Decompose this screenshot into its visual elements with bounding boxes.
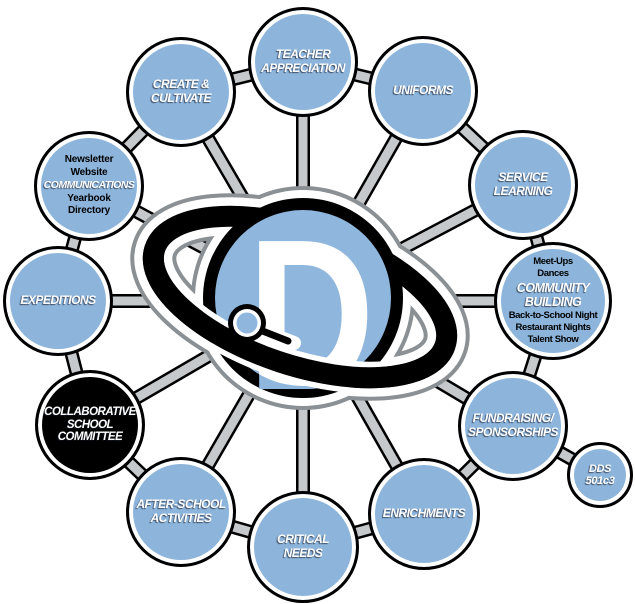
node-label: DDS 501c3	[585, 462, 615, 487]
node-expeditions: EXPEDITIONS	[3, 246, 113, 356]
node-community-building: Meet-Ups Dances COMMUNITY BUILDING Back-…	[494, 242, 612, 360]
node-dds-501c3: DDS 501c3	[567, 442, 633, 508]
node-create-cultivate: CREATE & CULTIVATE	[126, 37, 236, 147]
node-service-learning: SERVICE LEARNING	[468, 130, 578, 240]
node-fundraising-sponsorships: FUNDRAISING/ SPONSORSHIPS	[458, 371, 568, 481]
planet-letter-overflow: D	[247, 194, 374, 435]
node-sublabel: Meet-Ups Dances	[533, 256, 573, 280]
node-label: SERVICE LEARNING	[493, 170, 553, 198]
node-sublabel: Newsletter Website	[64, 154, 114, 178]
node-communications: Newsletter Website COMMUNICATIONS Yearbo…	[34, 131, 144, 241]
node-enrichments: ENRICHMENTS	[368, 458, 480, 570]
node-teacher-appreciation: TEACHER APPRECIATION	[248, 7, 358, 117]
node-critical-needs: CRITICAL NEEDS	[247, 491, 359, 603]
node-label: CREATE & CULTIVATE	[150, 77, 212, 105]
node-sublabel: Yearbook Directory	[67, 192, 111, 217]
node-label: ENRICHMENTS	[382, 506, 466, 521]
node-label: COMMUNICATIONS	[43, 179, 135, 192]
node-label: CRITICAL NEEDS	[277, 532, 330, 560]
node-uniforms: UNIFORMS	[368, 36, 478, 146]
node-label: COLLABORATIVE SCHOOL COMMITTEE	[44, 405, 136, 444]
planet-logo: D D	[130, 186, 470, 435]
node-sublabel: Back-to-School Night Restaurant Nights T…	[508, 310, 598, 345]
node-after-school-activities: AFTER-SCHOOL ACTIVITIES	[126, 457, 236, 567]
node-label: FUNDRAISING/ SPONSORSHIPS	[467, 411, 559, 439]
node-label: COMMUNITY BUILDING	[516, 280, 590, 310]
node-collaborative-school-committee: COLLABORATIVE SCHOOL COMMITTEE	[35, 370, 145, 480]
node-label: EXPEDITIONS	[20, 293, 96, 308]
node-label: AFTER-SCHOOL ACTIVITIES	[136, 497, 226, 525]
node-label: UNIFORMS	[393, 83, 454, 98]
node-label: TEACHER APPRECIATION	[261, 47, 345, 75]
orbit-front-arc	[142, 245, 456, 389]
